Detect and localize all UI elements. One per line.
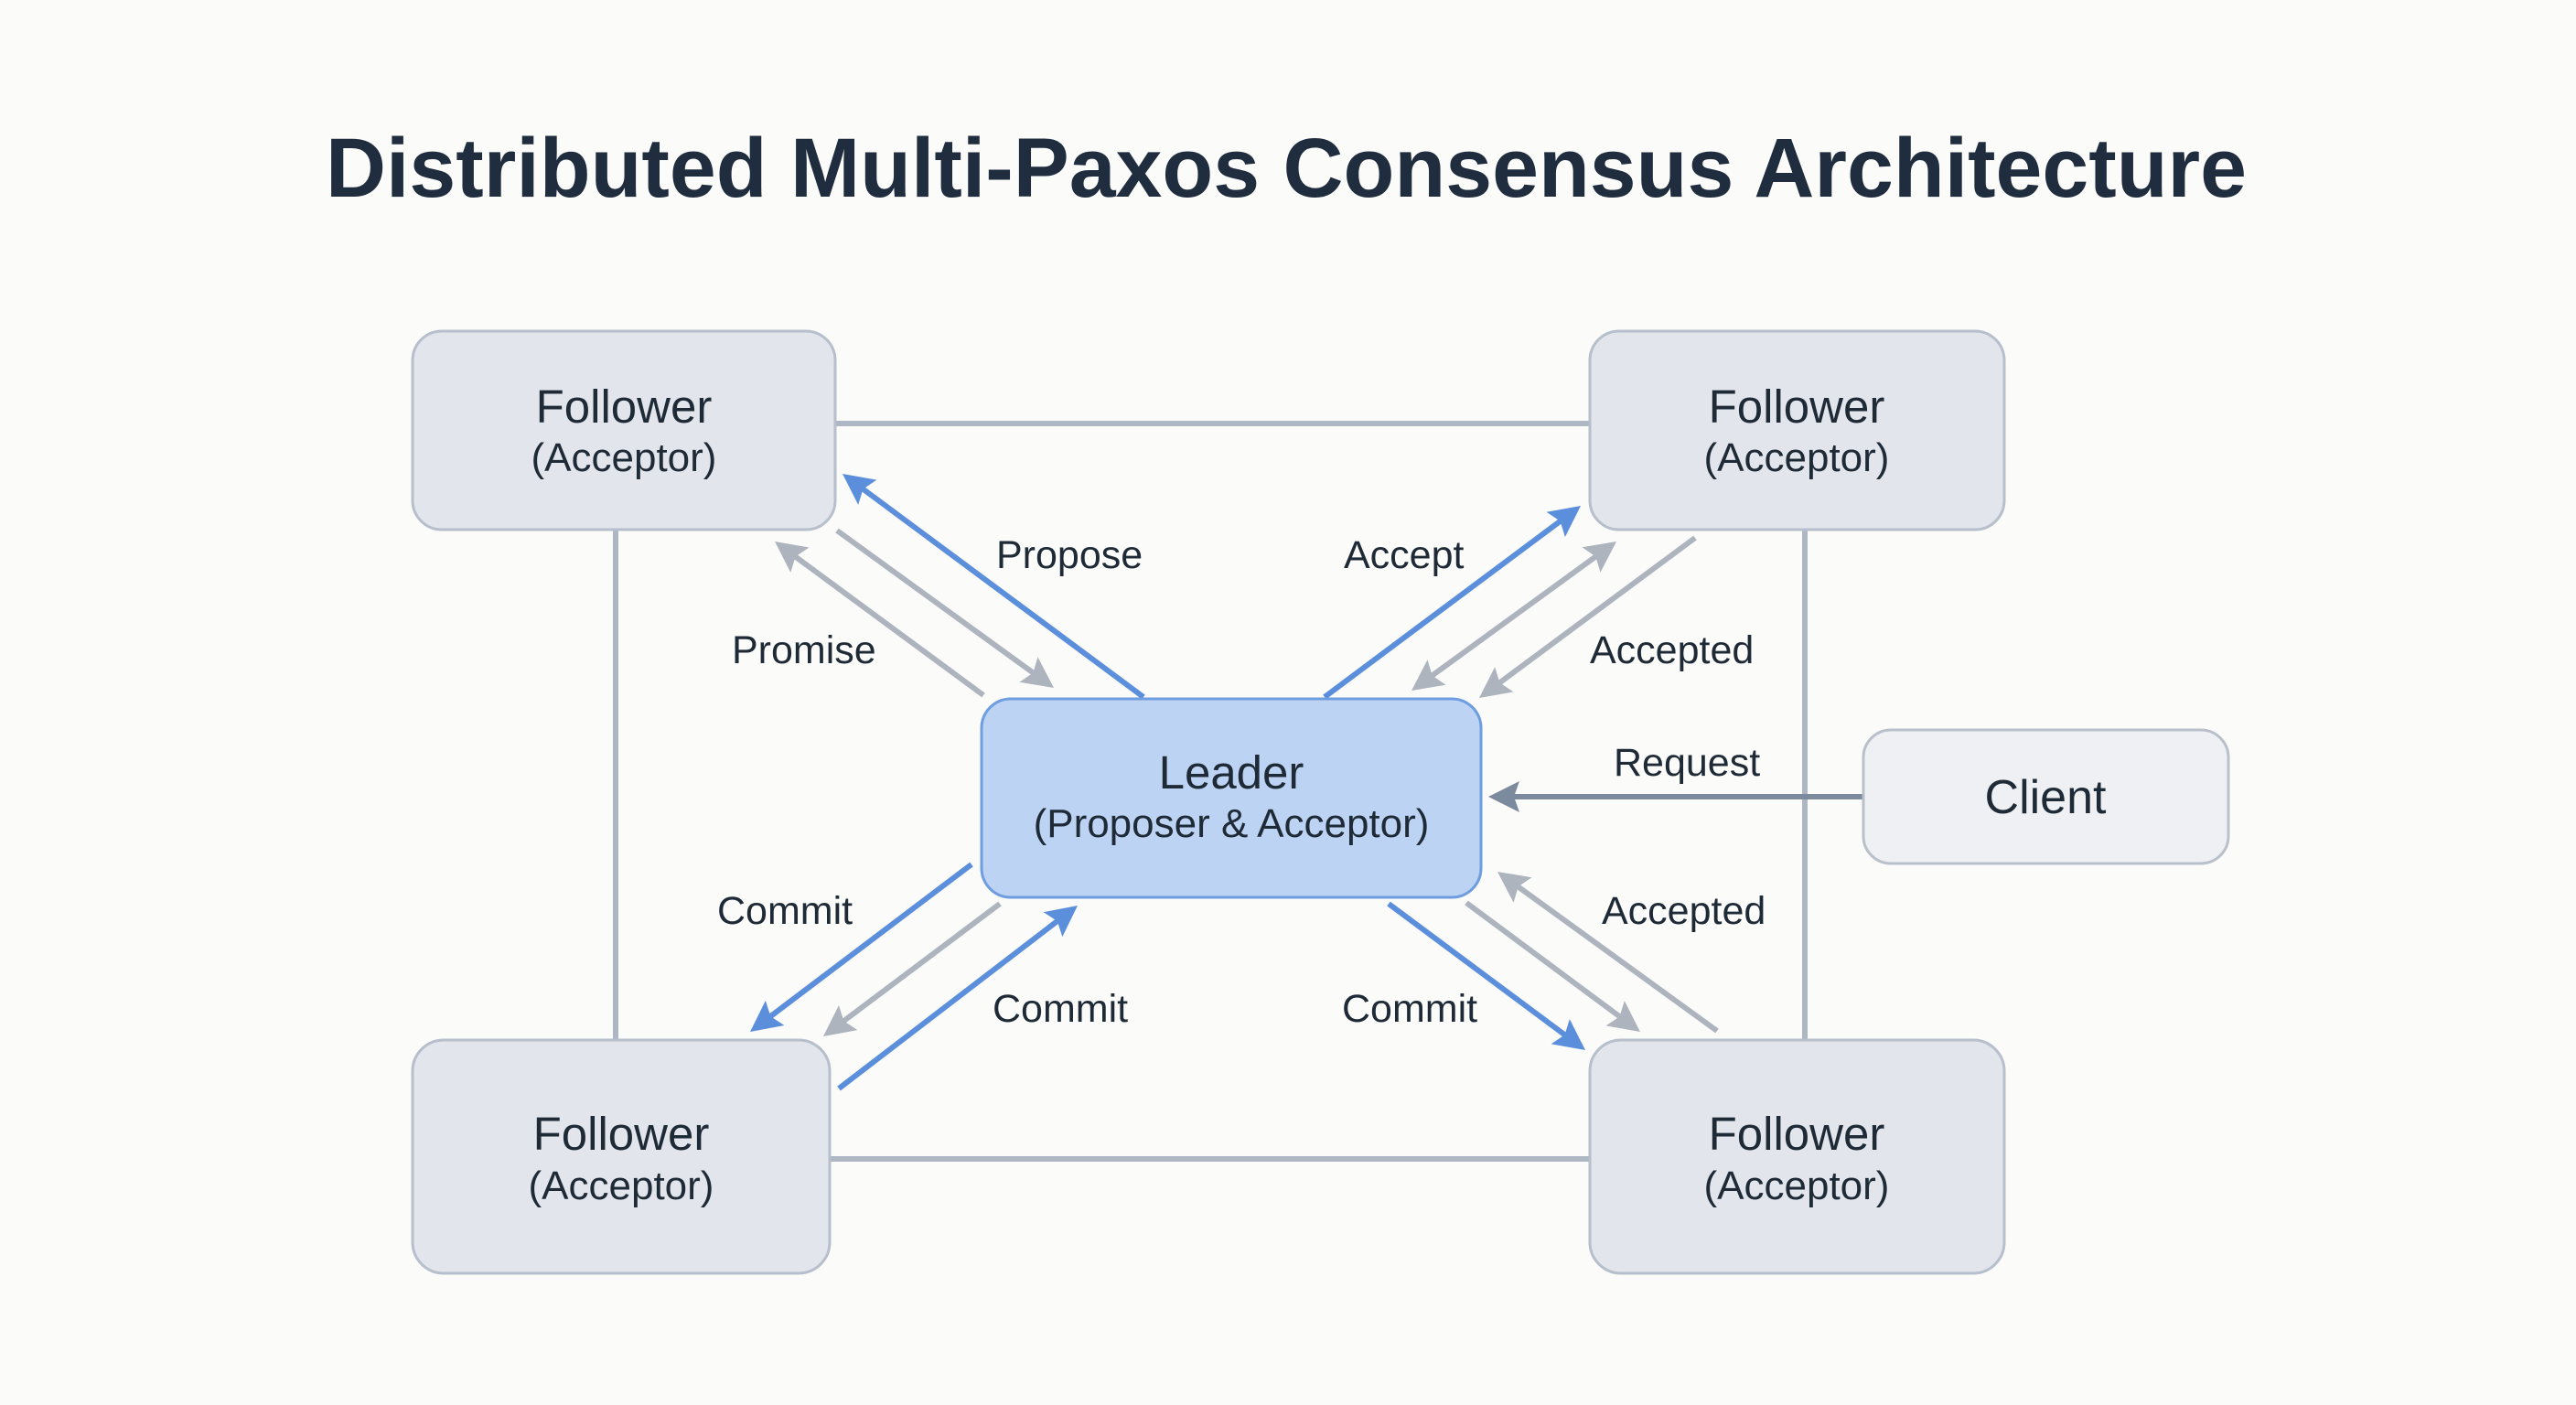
arrow-shaft [1429,552,1599,680]
edge-labels: Propose Promise Accept Accepted Request … [717,533,1766,1031]
label-commit-left-upper: Commit [717,889,853,933]
follower-subtitle: (Acceptor) [1704,1164,1890,1208]
follower-role: Follower [536,381,713,433]
ring-connectors [613,421,1808,1162]
follower-subtitle: (Acceptor) [1704,435,1890,480]
arrowhead-icon [1019,657,1054,688]
leader-subtitle: (Proposer & Acceptor) [1034,801,1430,846]
arrow-tl-to-leader [835,528,1054,688]
arrowhead-icon [843,474,877,505]
arrow-commit-bl-2 [837,906,1078,1091]
arrow-shaft [860,486,1145,700]
label-accept: Accept [1344,533,1465,577]
node-leader[interactable]: Leader (Proposer & Acceptor) [980,697,1483,899]
node-client[interactable]: Client [1862,728,2230,865]
follower-box[interactable] [1588,1038,2006,1275]
label-accepted-top: Accepted [1590,628,1754,672]
arrow-promise [775,542,985,698]
diagram-title: Distributed Multi-Paxos Consensus Archit… [326,122,2247,215]
arrow-accepted-bottom [1497,872,1719,1034]
arrowhead-icon [1411,660,1446,691]
arrow-br-gray [1465,900,1640,1032]
arrowhead-icon [1497,872,1532,903]
follower-subtitle: (Acceptor) [529,1164,714,1208]
client-box[interactable] [1862,728,2230,865]
node-follower-bottom-left[interactable]: Follower (Acceptor) [411,1038,832,1275]
follower-box[interactable] [411,329,837,531]
follower-role: Follower [1709,1108,1885,1160]
arrow-shaft [837,917,1061,1091]
arrow-bl-gray [823,901,1002,1036]
follower-box[interactable] [411,1038,832,1275]
node-follower-top-left[interactable]: Follower (Acceptor) [411,329,837,531]
arrowhead-icon [1043,906,1078,938]
arrowhead-icon [1551,1019,1585,1050]
arrow-shaft [1515,883,1719,1034]
label-commit-left-lower: Commit [993,987,1128,1031]
arrowhead-icon [1582,542,1616,573]
label-accepted-bottom: Accepted [1602,889,1766,933]
message-arrows [750,474,1863,1091]
arrow-shaft [1497,535,1697,686]
follower-role: Follower [533,1108,710,1160]
arrowhead-icon [1605,1001,1640,1032]
arrow-shaft [835,528,1036,677]
arrow-shaft [1387,901,1568,1038]
node-follower-bottom-right[interactable]: Follower (Acceptor) [1588,1038,2006,1275]
label-request: Request [1614,741,1760,785]
arrowhead-icon [775,542,810,573]
leader-role: Leader [1159,746,1304,799]
follower-role: Follower [1709,381,1885,433]
arrow-accept [1323,506,1581,700]
arrow-shaft [1465,900,1623,1020]
arrowhead-icon [1546,506,1581,537]
label-promise: Promise [732,628,876,672]
follower-box[interactable] [1588,329,2006,531]
arrow-accepted-top [1479,535,1697,698]
arrowhead-icon [750,1000,785,1032]
arrow-propose [843,474,1145,700]
arrowhead-icon [1479,667,1514,698]
node-follower-top-right[interactable]: Follower (Acceptor) [1588,329,2006,531]
leader-box[interactable] [980,697,1483,899]
arrowhead-icon [823,1004,858,1036]
client-label: Client [1985,771,2107,824]
arrowhead-icon [1488,781,1519,812]
arrow-shaft [767,862,973,1020]
label-commit-right: Commit [1342,987,1477,1031]
arrow-tr-bidirectional [1411,542,1616,691]
arrow-shaft [840,901,1002,1024]
arrow-shaft [792,553,985,698]
arrow-commit-br [1387,901,1585,1050]
label-propose: Propose [996,533,1143,577]
arrow-request [1488,781,1863,812]
arrow-shaft [1323,518,1563,700]
follower-subtitle: (Acceptor) [531,435,717,480]
arrow-commit-bl-1 [750,862,973,1032]
